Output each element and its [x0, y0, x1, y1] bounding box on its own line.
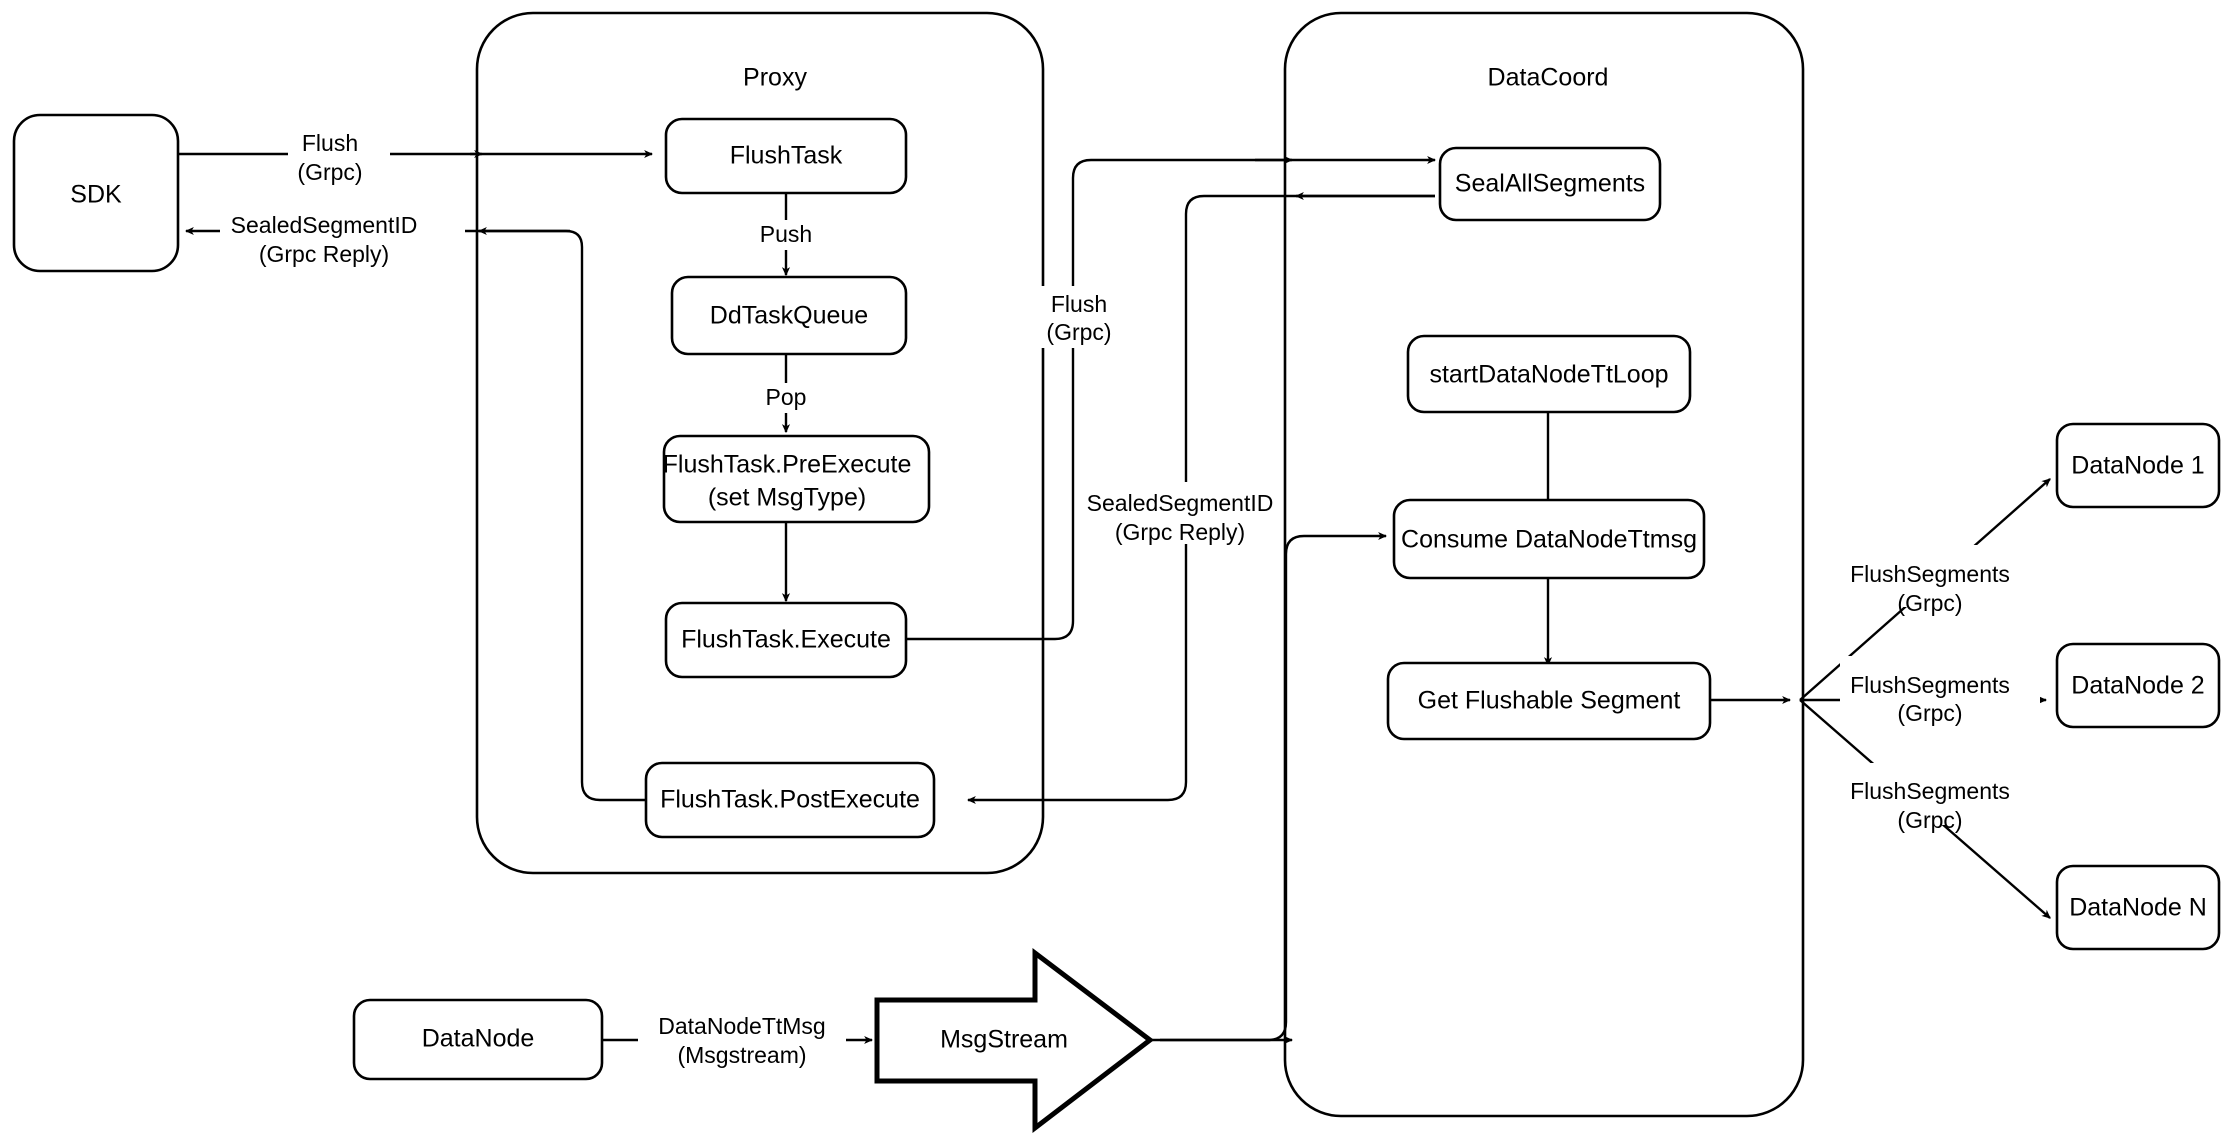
- edge-label-flushsegments-n: FlushSegments (Grpc): [1840, 763, 2040, 833]
- node-datanode-1[interactable]: DataNode 1: [2055, 422, 2221, 509]
- node-start-tt-loop-label: startDataNodeTtLoop: [1429, 361, 1668, 389]
- edge-label-flush-line2: (Grpc): [297, 159, 362, 185]
- node-preexecute-label-line2: (set MsgType): [708, 484, 866, 512]
- node-flushtask-rect[interactable]: [664, 117, 908, 195]
- edge-label-flushsegments-n-line2: (Grpc): [1897, 807, 1962, 833]
- node-get-flushable-segment[interactable]: Get Flushable Segment: [1386, 661, 1712, 741]
- node-ddtaskqueue[interactable]: DdTaskQueue: [670, 275, 908, 356]
- node-sdk-label: SDK: [70, 181, 122, 209]
- edge-label-sealed-coord-line1: SealedSegmentID: [1087, 490, 1274, 516]
- label-bg-pop: [752, 383, 820, 413]
- edge-label-push: Push: [748, 220, 824, 250]
- node-datanode-1-label: DataNode 1: [2071, 452, 2204, 480]
- node-execute-label: FlushTask.Execute: [681, 626, 891, 654]
- node-sealallsegments[interactable]: SealAllSegments: [1438, 146, 1662, 222]
- node-msgstream[interactable]: MsgStream: [874, 947, 1155, 1134]
- node-preexecute-label-line1: FlushTask.PreExecute: [663, 451, 912, 479]
- edge-label-ttmsg-line1: DataNodeTtMsg: [658, 1013, 825, 1039]
- edge-label-flush-coord-line2: (Grpc): [1046, 319, 1111, 345]
- edge-label-flushsegments-1-line2: (Grpc): [1897, 590, 1962, 616]
- node-postexecute-rect[interactable]: [644, 761, 936, 839]
- node-start-tt-loop-rect[interactable]: [1406, 334, 1692, 414]
- node-datanode-2[interactable]: DataNode 2: [2055, 642, 2221, 729]
- edge-label-flushsegments-n-line1: FlushSegments: [1850, 778, 2010, 804]
- edge-label-proxy-to-coord: Flush (Grpc): [1028, 286, 1130, 348]
- group-proxy-label: Proxy: [743, 64, 807, 92]
- edge-label-datanode-to-msgstream: DataNodeTtMsg (Msgstream): [638, 1010, 846, 1072]
- edge-msgstream-to-consume: [1148, 531, 1388, 1042]
- edge-label-coord-to-proxy: SealedSegmentID (Grpc Reply): [1082, 482, 1278, 545]
- label-bg-flushsegments-1: [1840, 545, 2040, 607]
- edge-label-sealed-line2: (Grpc Reply): [259, 241, 389, 267]
- edge-label-push-text: Push: [760, 221, 812, 247]
- edge-label-sealed-line1: SealedSegmentID: [231, 212, 418, 238]
- node-preexecute[interactable]: FlushTask.PreExecute (set MsgType): [662, 434, 931, 524]
- label-bg-sealedsegmentid-reply: [220, 200, 465, 262]
- edge-label-flushsegments-2: FlushSegments (Grpc): [1840, 656, 2040, 726]
- node-postexecute-label: FlushTask.PostExecute: [660, 786, 920, 814]
- node-execute[interactable]: FlushTask.Execute: [664, 601, 908, 679]
- node-start-tt-loop[interactable]: startDataNodeTtLoop: [1406, 334, 1692, 414]
- label-bg-flushsegments-2: [1840, 656, 2040, 718]
- node-datanode-n-rect[interactable]: [2055, 864, 2221, 951]
- edge-execute-to-sealallsegments: [906, 155, 1437, 641]
- label-bg-flushsegments-n: [1840, 763, 2040, 825]
- label-bg-datanodettmsg: [638, 1010, 846, 1072]
- edge-label-flush-line1: Flush: [302, 130, 358, 156]
- node-datanode-n-label: DataNode N: [2069, 894, 2207, 922]
- node-sealallsegments-label: SealAllSegments: [1455, 170, 1645, 198]
- edge-label-ttmsg-line2: (Msgstream): [677, 1042, 806, 1068]
- edge-label-flush-coord-line1: Flush: [1051, 291, 1107, 317]
- label-bg-flush-coord: [1028, 286, 1130, 348]
- node-sdk-rect[interactable]: [12, 113, 180, 273]
- label-bg-push: [748, 220, 824, 250]
- node-flushtask-label: FlushTask: [730, 142, 843, 170]
- edge-postexecute-to-sdk: [184, 226, 645, 802]
- node-msgstream-label: MsgStream: [940, 1026, 1068, 1054]
- edge-label-sdk-to-proxy: Flush (Grpc): [288, 124, 390, 186]
- node-datanode-source[interactable]: DataNode: [352, 998, 604, 1081]
- node-msgstream-shape[interactable]: [874, 947, 1155, 1134]
- node-datanode-source-label: DataNode: [422, 1025, 535, 1053]
- node-postexecute[interactable]: FlushTask.PostExecute: [644, 761, 936, 839]
- node-preexecute-rect[interactable]: [662, 434, 931, 524]
- edge-label-flushsegments-1: FlushSegments (Grpc): [1840, 545, 2040, 616]
- node-datanode-1-rect[interactable]: [2055, 422, 2221, 509]
- node-datanode-n[interactable]: DataNode N: [2055, 864, 2221, 951]
- edge-label-flushsegments-2-line2: (Grpc): [1897, 700, 1962, 726]
- node-flushtask[interactable]: FlushTask: [664, 117, 908, 195]
- node-consume-ttmsg[interactable]: Consume DataNodeTtmsg: [1392, 498, 1706, 580]
- node-execute-rect[interactable]: [664, 601, 908, 679]
- label-bg-flush-grpc: [288, 124, 390, 186]
- edge-label-proxy-to-sdk: SealedSegmentID (Grpc Reply): [220, 200, 465, 267]
- node-sealallsegments-rect[interactable]: [1438, 146, 1662, 222]
- edge-label-pop: Pop: [752, 383, 820, 413]
- group-proxy: [475, 11, 1045, 875]
- node-ddtaskqueue-label: DdTaskQueue: [710, 302, 868, 330]
- node-consume-ttmsg-label: Consume DataNodeTtmsg: [1401, 526, 1697, 554]
- edge-label-sealed-coord-line2: (Grpc Reply): [1115, 519, 1245, 545]
- edge-label-pop-text-2: Pop: [766, 384, 807, 410]
- label-bg-sealed-coord: [1082, 482, 1278, 544]
- node-consume-ttmsg-rect[interactable]: [1392, 498, 1706, 580]
- node-datanode-2-label: DataNode 2: [2071, 672, 2204, 700]
- edge-label-flushsegments-2-line1: FlushSegments: [1850, 672, 2010, 698]
- node-get-flushable-segment-label: Get Flushable Segment: [1418, 687, 1681, 715]
- node-datanode-2-rect[interactable]: [2055, 642, 2221, 729]
- group-datacoord-label: DataCoord: [1488, 64, 1609, 92]
- node-sdk[interactable]: SDK: [12, 113, 180, 273]
- node-ddtaskqueue-rect[interactable]: [670, 275, 908, 356]
- edge-label-flushsegments-1-line1: FlushSegments: [1850, 561, 2010, 587]
- node-get-flushable-segment-rect[interactable]: [1386, 661, 1712, 741]
- node-datanode-source-rect[interactable]: [352, 998, 604, 1081]
